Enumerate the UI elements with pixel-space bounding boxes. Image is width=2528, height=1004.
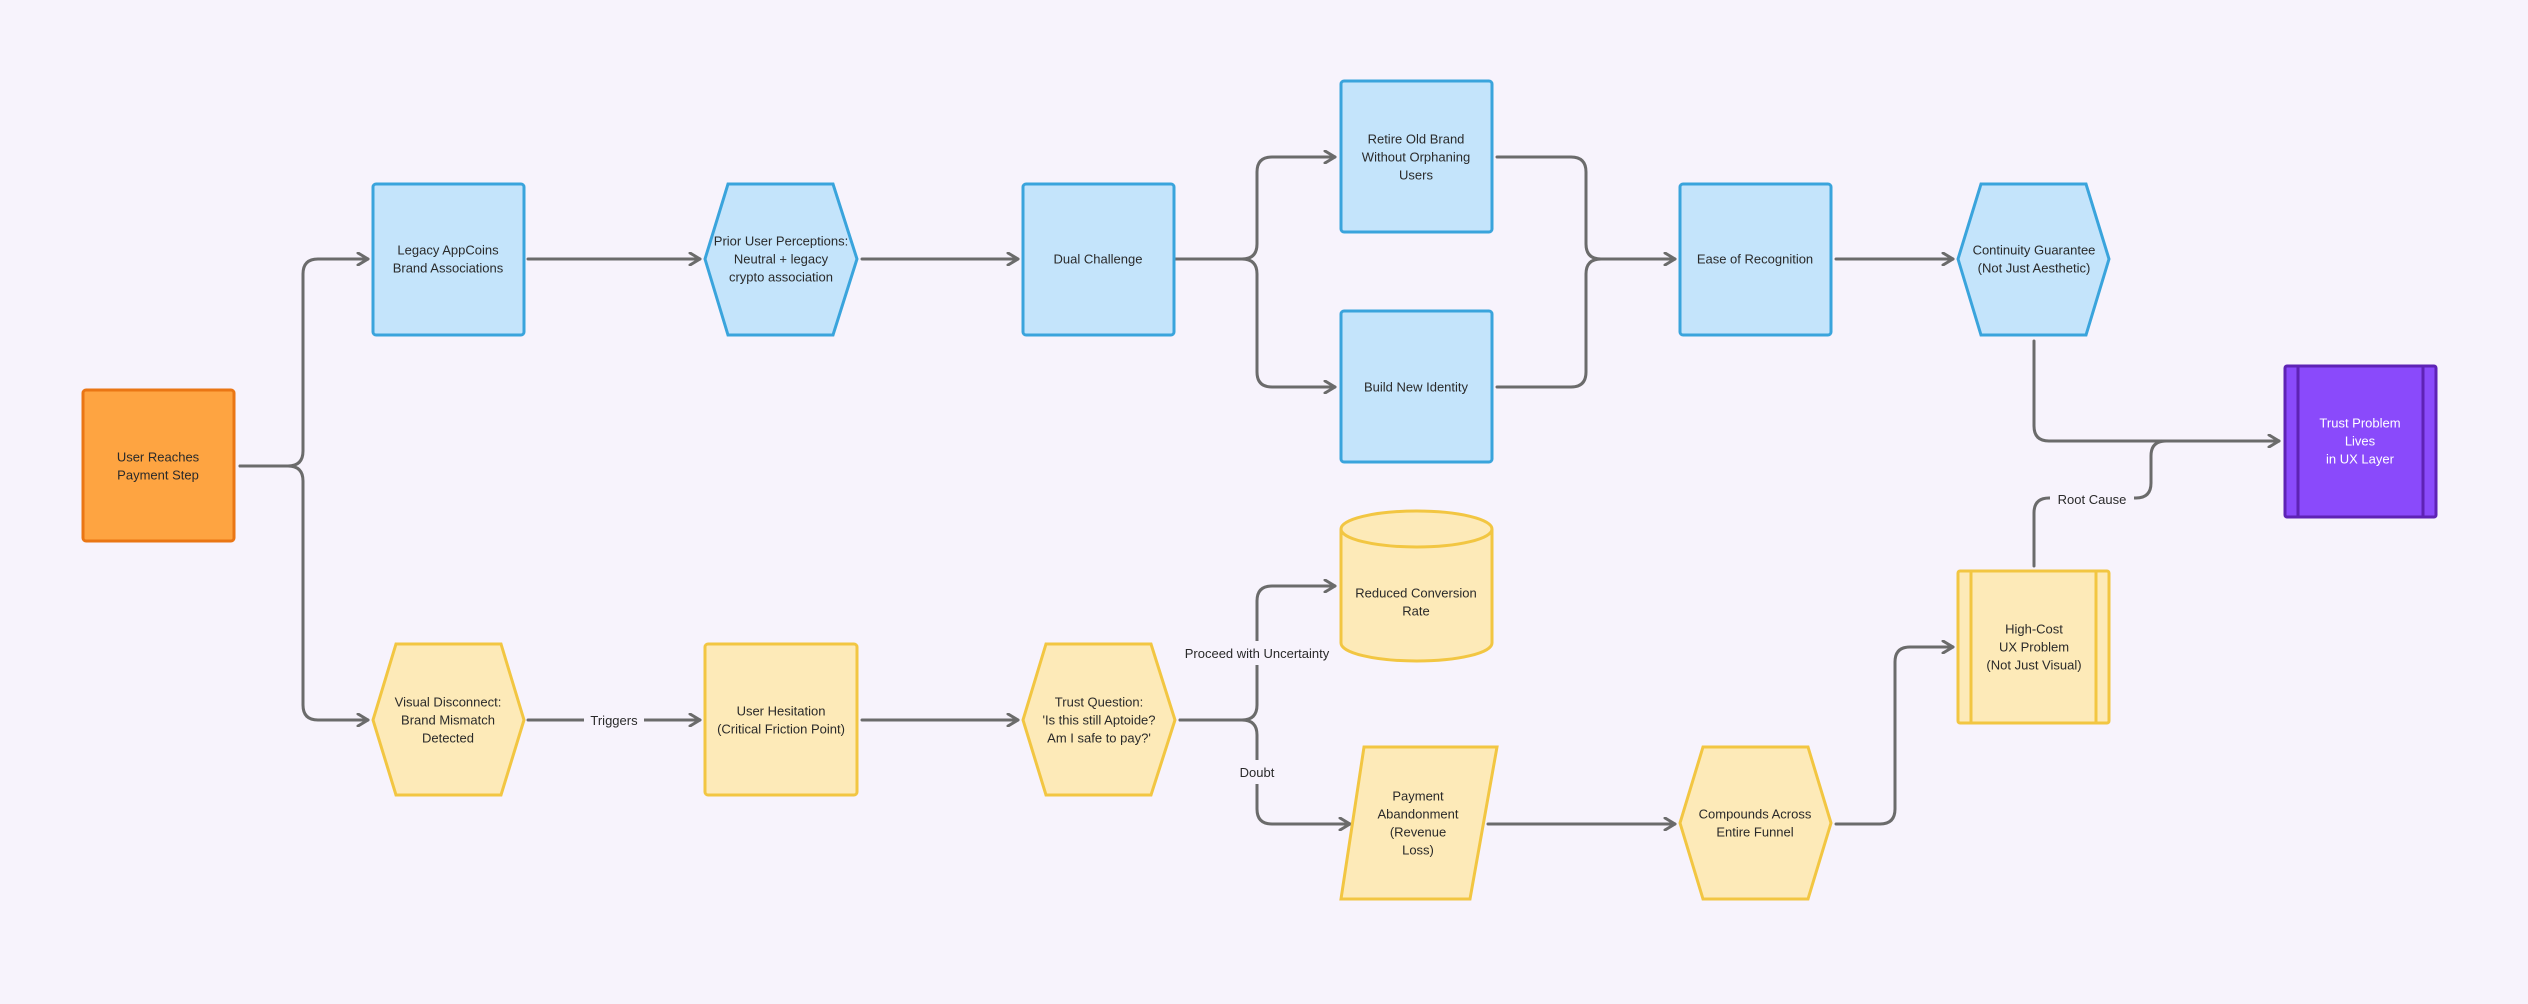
node-label-line: UX Problem xyxy=(1999,640,2069,655)
node-trust-question[interactable]: Trust Question: 'Is this still Aptoide? Am… xyxy=(1021,642,1177,797)
node-label-line: (Not Just Aesthetic) xyxy=(1978,261,2091,276)
node-label-line: crypto association xyxy=(729,270,833,285)
node-label-line: Build New Identity xyxy=(1364,380,1469,395)
node-label-line: Continuity Guarantee xyxy=(1973,243,2096,258)
node-label-line: Retire Old Brand xyxy=(1368,132,1465,147)
node-label: Dual Challenge xyxy=(1054,252,1143,267)
node-label-line: Brand Associations xyxy=(393,261,504,276)
node-label-line: in UX Layer xyxy=(2326,452,2395,467)
node-label: User Hesitation (Critical Friction Point) xyxy=(717,704,845,737)
node-label-line: Prior User Perceptions: xyxy=(714,234,848,249)
node-label-line: Brand Mismatch xyxy=(401,713,495,728)
node-label-line: Trust Problem xyxy=(2319,416,2400,431)
node-label-line: Visual Disconnect: xyxy=(395,695,502,710)
edge-compounds-to-highcost xyxy=(1834,647,1955,826)
node-label: Build New Identity xyxy=(1364,380,1469,395)
edge-labels: Triggers Proceed with Uncertainty Doubt … xyxy=(584,487,2134,784)
node-continuity-guarantee[interactable]: Continuity Guarantee (Not Just Aesthetic) xyxy=(1956,182,2111,337)
node-label-line: Trust Question: xyxy=(1055,695,1143,710)
node-label-line: Reduced Conversion xyxy=(1355,586,1476,601)
node-label-line: Ease of Recognition xyxy=(1697,252,1813,267)
node-high-cost-ux[interactable]: High-Cost UX Problem (Not Just Visual) xyxy=(1956,569,2111,725)
node-label-line: 'Is this still Aptoide? xyxy=(1042,713,1155,728)
node-label-line: User Hesitation xyxy=(737,704,826,719)
edge-build-to-ease xyxy=(1495,257,1603,389)
edge-label-triggers: Triggers xyxy=(590,713,638,728)
node-label-line: High-Cost xyxy=(2005,622,2063,637)
node-label: High-Cost UX Problem (Not Just Visual) xyxy=(1986,622,2081,673)
node-label-line: Am I safe to pay?' xyxy=(1047,731,1151,746)
edge-label-root-cause: Root Cause xyxy=(2058,492,2127,507)
edge-label-proceed: Proceed with Uncertainty xyxy=(1185,646,1330,661)
node-user-hesitation[interactable]: User Hesitation (Critical Friction Point) xyxy=(703,642,859,797)
edge-highcost-to-trust xyxy=(2032,439,2281,568)
node-label: Prior User Perceptions: Neutral + legacy c… xyxy=(714,234,848,285)
node-prior-perceptions[interactable]: Prior User Perceptions: Neutral + legacy c… xyxy=(703,182,859,337)
edge-dual-to-build xyxy=(1174,257,1337,387)
node-label-line: Detected xyxy=(422,731,474,746)
node-label-line: Neutral + legacy xyxy=(734,252,829,267)
edge-user-to-legacy xyxy=(238,259,370,468)
node-label-line: (Not Just Visual) xyxy=(1986,658,2081,673)
edge-user-to-visual xyxy=(238,464,370,720)
edge-continuity-to-trust xyxy=(2032,339,2281,441)
node-label-line: Entire Funnel xyxy=(1716,825,1793,840)
node-dual-challenge[interactable]: Dual Challenge xyxy=(1021,182,1176,337)
node-label-line: Rate xyxy=(1402,604,1429,619)
node-label-line: Payment Step xyxy=(117,468,199,483)
node-ease-of-recognition[interactable]: Ease of Recognition xyxy=(1678,182,1833,337)
edge-label-doubt: Doubt xyxy=(1240,765,1275,780)
edge-retire-to-ease xyxy=(1495,155,1677,259)
node-label-line: User Reaches xyxy=(117,450,200,465)
node-label: Continuity Guarantee (Not Just Aesthetic) xyxy=(1973,243,2096,276)
node-label-line: (Revenue xyxy=(1390,825,1446,840)
node-label-line: Abandonment xyxy=(1378,807,1459,822)
node-label: Trust Question: 'Is this still Aptoide? Am… xyxy=(1042,695,1155,746)
node-label-line: Loss) xyxy=(1402,843,1434,858)
node-label-line: Compounds Across xyxy=(1699,807,1812,822)
node-label-line: Lives xyxy=(2345,434,2376,449)
node-label: Ease of Recognition xyxy=(1697,252,1813,267)
node-label-line: (Critical Friction Point) xyxy=(717,722,845,737)
edge-dual-to-retire xyxy=(1174,157,1337,261)
node-label-line: Legacy AppCoins xyxy=(397,243,499,258)
node-build-new-identity[interactable]: Build New Identity xyxy=(1339,309,1494,464)
node-label-line: Payment xyxy=(1392,789,1444,804)
node-label-line: Without Orphaning xyxy=(1362,150,1470,165)
node-label-line: Users xyxy=(1399,168,1433,183)
node-label-line: Dual Challenge xyxy=(1054,252,1143,267)
